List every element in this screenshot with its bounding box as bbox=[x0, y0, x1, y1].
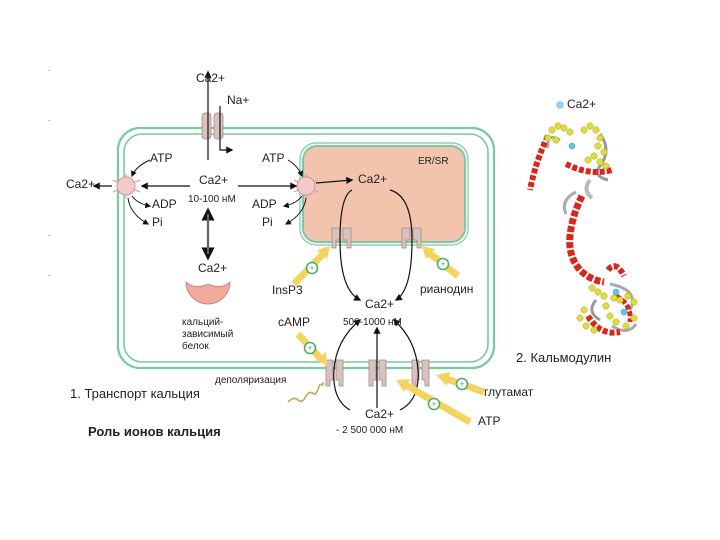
page-heading: Роль ионов кальция bbox=[88, 424, 221, 439]
local-ca-label: Ca2+ bbox=[365, 297, 395, 311]
depolarization-signal bbox=[287, 383, 321, 403]
cytosol-concentration: 10-100 нМ bbox=[188, 194, 236, 205]
arrow-adp-left bbox=[131, 195, 152, 209]
local-concentration: 500-1000 нМ bbox=[343, 317, 402, 328]
sodium-label: Na+ bbox=[227, 93, 250, 107]
arrow-atp-left bbox=[131, 159, 151, 178]
svg-text:+: + bbox=[307, 343, 312, 353]
arrow-influx-left bbox=[333, 319, 362, 411]
ryanodine-stimulus-arrow: + bbox=[422, 246, 461, 279]
adp-left-label: ADP bbox=[152, 197, 177, 211]
glutamate-stimulus-arrow: + bbox=[436, 372, 486, 396]
left-ca-pump bbox=[112, 174, 141, 198]
calmodulin-bound-ions bbox=[544, 122, 638, 334]
depolarization-label: деполяризация bbox=[215, 375, 287, 386]
arrow-pi-left bbox=[127, 197, 150, 225]
calmodulin-helix-n-terminal-a bbox=[527, 134, 551, 191]
calmodulin-helix-n-terminal-b bbox=[564, 161, 613, 175]
atp-bottom-label: ATP bbox=[478, 414, 501, 428]
atp-left-label: ATP bbox=[150, 151, 173, 165]
insp3-stimulus-arrow: + bbox=[291, 246, 330, 287]
camp-label: cAMP bbox=[278, 315, 311, 329]
pi-left-label: Pi bbox=[152, 215, 163, 229]
arrow-er-release-left bbox=[339, 189, 362, 301]
figure-caption-1: 1. Транспорт кальция bbox=[70, 386, 200, 401]
arrow-atp-right bbox=[287, 159, 304, 178]
left-edge-marks bbox=[48, 70, 50, 276]
arrow-influx-right bbox=[392, 319, 419, 411]
svg-text:+: + bbox=[309, 263, 314, 273]
arrow-adp-right bbox=[282, 195, 303, 209]
voltage-gated-channel bbox=[368, 359, 387, 387]
extracellular-concentration: - 2 500 000 нМ bbox=[336, 425, 404, 436]
insp3-receptor-channel bbox=[331, 227, 352, 249]
arrow-pi-right bbox=[284, 197, 307, 225]
arrow-er-pump-in bbox=[315, 176, 354, 185]
svg-text:+: + bbox=[459, 379, 464, 389]
svg-text:+: + bbox=[431, 399, 436, 409]
atp-stimulus-arrow: + bbox=[396, 379, 472, 426]
arrow-er-release-right bbox=[389, 189, 413, 301]
calmodulin-structure bbox=[527, 122, 638, 336]
top-ca-label: Ca2+ bbox=[196, 71, 226, 85]
calmodulin-central-helix bbox=[566, 194, 605, 286]
insp3-label: InsP3 bbox=[272, 283, 303, 297]
protein-ca-label: Ca2+ bbox=[198, 261, 228, 275]
er-sr-inner-line bbox=[299, 142, 469, 246]
calmodulin-helix-c-terminal-a bbox=[605, 263, 627, 278]
left-ca-out-label: Ca2+ bbox=[66, 177, 96, 191]
er-ca-label: Ca2+ bbox=[358, 172, 388, 186]
extracellular-ca-label: Ca2+ bbox=[365, 407, 395, 421]
pi-right-label: Pi bbox=[262, 215, 273, 229]
protein-label-line-1: кальций- bbox=[182, 317, 224, 328]
ryanodine-receptor-channel bbox=[401, 227, 422, 249]
arrow-na-in bbox=[219, 106, 234, 154]
figure-caption-2: 2. Кальмодулин bbox=[516, 350, 612, 365]
camp-stimulus-arrow: + bbox=[295, 331, 327, 366]
calcium-binding-protein bbox=[185, 281, 231, 305]
ryanodine-label: рианодин bbox=[420, 282, 474, 296]
protein-label-line-3: белок bbox=[182, 341, 209, 352]
glutamate-label: глутамат bbox=[484, 385, 534, 399]
calcium-ion-legend-dot bbox=[556, 101, 564, 109]
camp-gated-channel bbox=[325, 359, 344, 387]
ligand-gated-channel bbox=[411, 359, 430, 387]
atp-right-label: ATP bbox=[262, 151, 285, 165]
er-sr-label: ER/SR bbox=[418, 156, 449, 167]
svg-text:+: + bbox=[440, 259, 445, 269]
calmodulin-helix-c-terminal-b bbox=[585, 314, 621, 336]
calmodulin-legend-label: Ca2+ bbox=[567, 97, 597, 111]
cell-membrane-inner bbox=[123, 133, 489, 363]
adp-right-label: ADP bbox=[252, 197, 277, 211]
cytosol-ca-label: Ca2+ bbox=[199, 173, 229, 187]
na-ca-exchanger bbox=[201, 112, 224, 140]
cell-membrane-outer bbox=[116, 126, 496, 370]
protein-label-line-2: зависимый bbox=[182, 329, 234, 340]
